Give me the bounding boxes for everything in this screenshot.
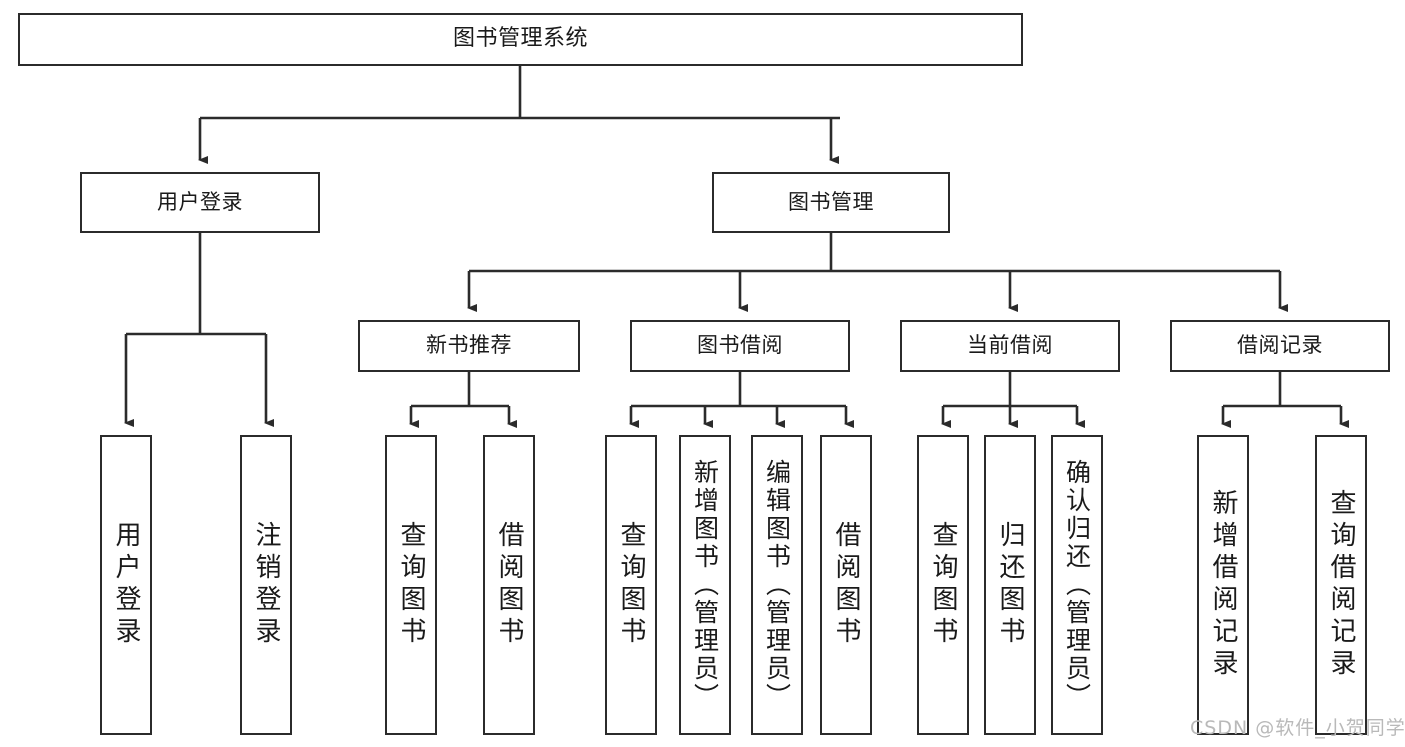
node-leaf-query-book-1-label: 查询图书 bbox=[396, 521, 426, 649]
node-leaf-query-borrow-record-label: 查询借阅记录 bbox=[1326, 489, 1356, 681]
node-leaf-query-book-3[interactable]: 查询图书 bbox=[917, 435, 969, 735]
node-leaf-edit-book-admin-label: 编辑图书（管理员） bbox=[762, 459, 792, 711]
node-user-login-label: 用户登录 bbox=[157, 189, 243, 214]
node-user-login[interactable]: 用户登录 bbox=[80, 172, 320, 233]
node-leaf-add-borrow-record-label: 新增借阅记录 bbox=[1208, 489, 1238, 681]
csdn-watermark: CSDN @软件_小贺同学 bbox=[1190, 717, 1405, 739]
node-leaf-user-login[interactable]: 用户登录 bbox=[100, 435, 152, 735]
node-root[interactable]: 图书管理系统 bbox=[18, 13, 1023, 66]
node-leaf-query-book-2[interactable]: 查询图书 bbox=[605, 435, 657, 735]
node-leaf-borrow-book-1-label: 借阅图书 bbox=[494, 521, 524, 649]
node-borrow-records-label: 借阅记录 bbox=[1237, 333, 1323, 358]
node-leaf-query-book-2-label: 查询图书 bbox=[616, 521, 646, 649]
node-current-borrow[interactable]: 当前借阅 bbox=[900, 320, 1120, 372]
node-leaf-add-book-admin-label: 新增图书（管理员） bbox=[690, 459, 720, 711]
node-book-borrow-label: 图书借阅 bbox=[697, 333, 783, 358]
node-leaf-add-book-admin[interactable]: 新增图书（管理员） bbox=[679, 435, 731, 735]
node-leaf-query-book-1[interactable]: 查询图书 bbox=[385, 435, 437, 735]
node-new-book-recommend-label: 新书推荐 bbox=[426, 333, 512, 358]
node-leaf-edit-book-admin[interactable]: 编辑图书（管理员） bbox=[751, 435, 803, 735]
node-leaf-borrow-book-2[interactable]: 借阅图书 bbox=[820, 435, 872, 735]
node-book-borrow[interactable]: 图书借阅 bbox=[630, 320, 850, 372]
node-borrow-records[interactable]: 借阅记录 bbox=[1170, 320, 1390, 372]
node-leaf-add-borrow-record[interactable]: 新增借阅记录 bbox=[1197, 435, 1249, 735]
node-leaf-return-book[interactable]: 归还图书 bbox=[984, 435, 1036, 735]
node-current-borrow-label: 当前借阅 bbox=[967, 333, 1053, 358]
node-leaf-confirm-return-admin[interactable]: 确认归还（管理员） bbox=[1051, 435, 1103, 735]
node-book-management[interactable]: 图书管理 bbox=[712, 172, 950, 233]
node-leaf-borrow-book-1[interactable]: 借阅图书 bbox=[483, 435, 535, 735]
node-leaf-borrow-book-2-label: 借阅图书 bbox=[831, 521, 861, 649]
node-leaf-query-book-3-label: 查询图书 bbox=[928, 521, 958, 649]
node-book-management-label: 图书管理 bbox=[788, 189, 874, 214]
node-leaf-confirm-return-admin-label: 确认归还（管理员） bbox=[1062, 459, 1092, 711]
node-leaf-logout-label: 注销登录 bbox=[251, 521, 281, 649]
node-leaf-query-borrow-record[interactable]: 查询借阅记录 bbox=[1315, 435, 1367, 735]
node-leaf-return-book-label: 归还图书 bbox=[995, 521, 1025, 649]
node-new-book-recommend[interactable]: 新书推荐 bbox=[358, 320, 580, 372]
node-leaf-user-login-label: 用户登录 bbox=[111, 521, 141, 649]
node-root-label: 图书管理系统 bbox=[452, 26, 588, 52]
node-leaf-logout[interactable]: 注销登录 bbox=[240, 435, 292, 735]
